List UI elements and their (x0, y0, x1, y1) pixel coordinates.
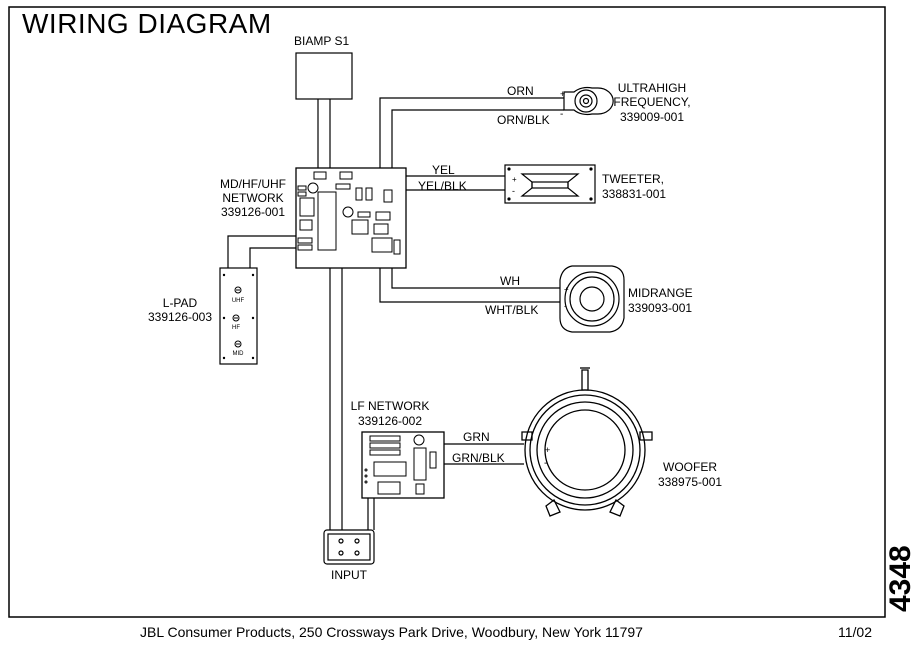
ultrahigh-label: ULTRAHIGH FREQUENCY, 339009-001 (613, 81, 690, 124)
svg-text:TWEETER,: TWEETER, (602, 172, 664, 186)
ultrahigh-driver (563, 86, 614, 116)
tweeter-minus: - (512, 186, 515, 196)
wire-wh: WH (500, 274, 520, 288)
wire-grn-blk: GRN/BLK (452, 451, 505, 465)
biamp-label: BIAMP S1 (294, 34, 349, 48)
lpad-knob-hf: HF (232, 325, 240, 331)
diagram-frame (8, 6, 886, 618)
woofer-plus: + (545, 445, 550, 455)
wire-yel-blk: YEL/BLK (418, 179, 467, 193)
woofer-driver (521, 367, 653, 517)
midrange-label: MIDRANGE 339093-001 (628, 286, 693, 315)
svg-text:339093-001: 339093-001 (628, 301, 692, 315)
ultrahigh-minus: - (560, 109, 563, 120)
input-label: INPUT (331, 568, 368, 582)
midrange-driver (559, 265, 625, 333)
page-title: WIRING DIAGRAM (22, 8, 272, 39)
biamp-s1: BIAMP S1 (294, 34, 353, 100)
svg-text:338831-001: 338831-001 (602, 187, 666, 201)
l-pad: UHF HF MID (219, 267, 258, 365)
input-terminal (323, 529, 375, 565)
wire-orn-blk: ORN/BLK (497, 113, 550, 127)
wire-orn: ORN (507, 84, 534, 98)
midrange-plus: + (564, 285, 569, 294)
svg-text:339126-001: 339126-001 (221, 205, 285, 219)
model-number: 4348 (884, 545, 917, 612)
svg-text:ULTRAHIGH: ULTRAHIGH (618, 81, 686, 95)
lf-network (361, 431, 445, 499)
svg-text:WOOFER: WOOFER (663, 460, 717, 474)
svg-text:L-PAD: L-PAD (163, 296, 198, 310)
network-main-label: MD/HF/UHF NETWORK 339126-001 (220, 177, 286, 219)
tweeter-driver (504, 164, 596, 204)
wires (227, 97, 564, 530)
lpad-knob-mid: MID (233, 351, 245, 357)
svg-text:339126-002: 339126-002 (358, 414, 422, 428)
svg-text:339126-003: 339126-003 (148, 310, 212, 324)
svg-text:MIDRANGE: MIDRANGE (628, 286, 693, 300)
midrange-minus: - (564, 301, 567, 311)
svg-text:NETWORK: NETWORK (222, 191, 283, 205)
ultrahigh-plus: + (560, 89, 565, 99)
tweeter-plus: + (512, 175, 517, 184)
md-hf-uhf-network (295, 167, 407, 269)
woofer-label: WOOFER 338975-001 (658, 460, 722, 489)
wire-yel: YEL (432, 163, 455, 177)
svg-text:FREQUENCY,: FREQUENCY, (613, 95, 690, 109)
svg-text:MD/HF/UHF: MD/HF/UHF (220, 177, 286, 191)
wire-grn: GRN (463, 430, 490, 444)
footer-company: JBL Consumer Products, 250 Crossways Par… (140, 624, 643, 640)
footer-date: 11/02 (838, 624, 872, 640)
lf-network-label: LF NETWORK 339126-002 (351, 399, 430, 428)
lpad-knob-uhf: UHF (232, 298, 245, 304)
svg-text:338975-001: 338975-001 (658, 475, 722, 489)
svg-text:339009-001: 339009-001 (620, 110, 684, 124)
lpad-label: L-PAD 339126-003 (148, 296, 212, 324)
woofer-minus: - (544, 458, 547, 469)
wire-wht-blk: WHT/BLK (485, 303, 538, 317)
svg-text:LF NETWORK: LF NETWORK (351, 399, 430, 413)
tweeter-label: TWEETER, 338831-001 (602, 172, 666, 201)
